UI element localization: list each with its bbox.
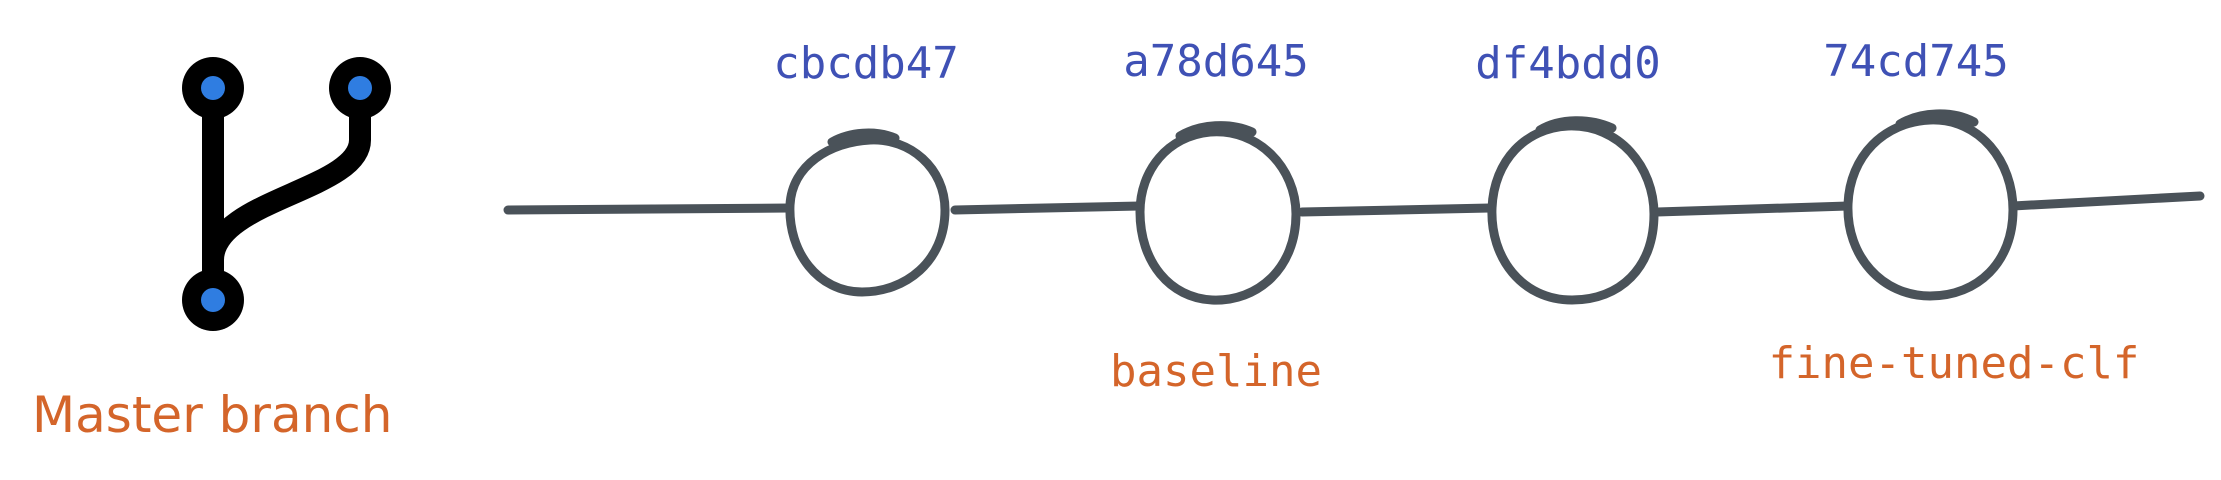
commit-line <box>503 191 2205 217</box>
tag-label-baseline: baseline <box>1110 346 1322 397</box>
branch-label: Master branch <box>32 386 392 444</box>
commit-hash-2: a78d645 <box>1123 36 1308 87</box>
commit-node-2 <box>1135 121 1301 305</box>
commit-hash-3: df4bdd0 <box>1475 38 1660 89</box>
commit-node-3 <box>1487 116 1659 305</box>
commit-node-4 <box>1843 109 2018 301</box>
commit-hash-4: 74cd745 <box>1823 36 2008 87</box>
commit-node-1 <box>785 128 950 297</box>
tag-label-fine-tuned: fine-tuned-clf <box>1769 338 2140 389</box>
git-branch-icon <box>182 57 391 331</box>
commit-hash-1: cbcdb47 <box>773 38 958 89</box>
